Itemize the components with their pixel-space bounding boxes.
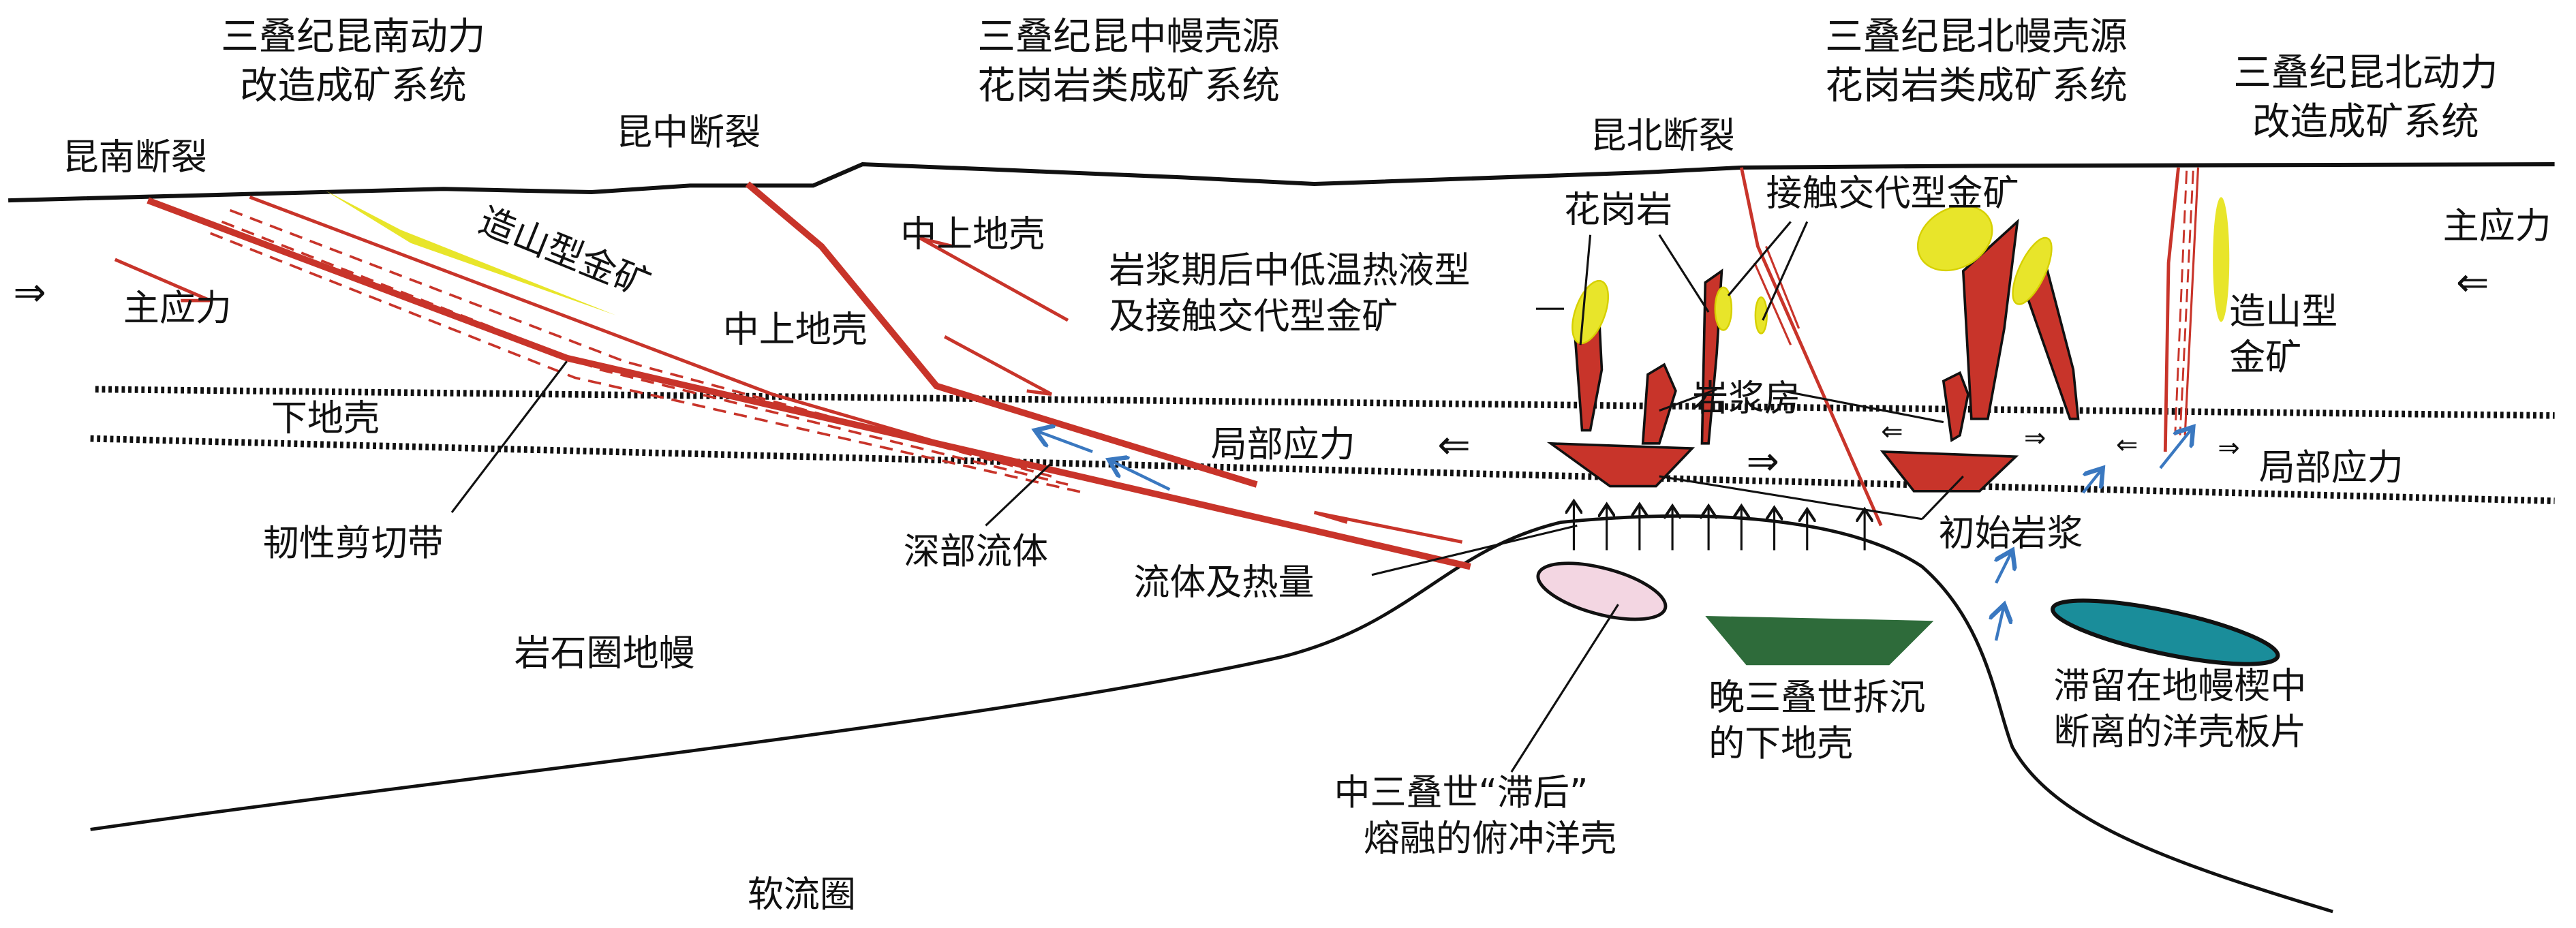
title-kunzhong-2: 花岗岩类成矿系统 xyxy=(977,65,1280,108)
detached-slab-label-1: 滞留在地幔楔中 xyxy=(2053,665,2306,707)
detached-slab-label-2: 断离的洋壳板片 xyxy=(2053,711,2306,753)
title-kunzhong-1: 三叠纪昆中幔壳源 xyxy=(977,15,1280,59)
post-magmatic-label-1: 岩浆期后中低温热液型 xyxy=(1109,249,1470,292)
main-stress-arrow-right: ⇐ xyxy=(2456,259,2489,305)
title-kunbei-granite-1: 三叠纪昆北幔壳源 xyxy=(1825,15,2128,59)
title-kunbei-dynamic-2: 改造成矿系统 xyxy=(2252,101,2479,144)
orogenic-gold-right-label-1: 造山型 xyxy=(2229,290,2337,332)
local-stress-arrow-center: ⇒ xyxy=(1747,438,1779,484)
mid-upper-crust-label-1: 中上地壳 xyxy=(723,308,868,350)
fluid-heat-arrows xyxy=(1574,501,1865,551)
delaminated-lower-crust xyxy=(1705,615,1934,666)
deep-fluid-label: 深部流体 xyxy=(904,530,1048,572)
system-titles: 三叠纪昆南动力 改造成矿系统 三叠纪昆中幔壳源 花岗岩类成矿系统 三叠纪昆北幔壳… xyxy=(221,15,2498,144)
asthenosphere-boundary xyxy=(90,514,2333,914)
deep-fluid-arrows xyxy=(1035,427,2193,641)
main-stress-right-label: 主应力 xyxy=(2443,205,2551,247)
subducted-oceanic-crust xyxy=(1536,561,1668,621)
title-kunnan-1: 三叠纪昆南动力 xyxy=(221,15,485,59)
lagged-melting-label-2: 熔融的俯冲洋壳 xyxy=(1364,818,1616,860)
title-kunbei-dynamic-1: 三叠纪昆北动力 xyxy=(2233,51,2498,95)
post-magmatic-label-2: 及接触交代型金矿 xyxy=(1109,295,1398,337)
magma-chamber-label: 岩浆房 xyxy=(1692,377,1800,420)
local-stress-right-label: 局部应力 xyxy=(2259,446,2404,489)
orogenic-gold-right-label-2: 金矿 xyxy=(2229,336,2301,378)
main-stress-arrow-left: ⇒ xyxy=(13,268,46,315)
granite-label: 花岗岩 xyxy=(1564,188,1672,230)
initial-magma-label: 初始岩浆 xyxy=(1939,512,2083,554)
initial-magma-chambers xyxy=(1546,442,2019,493)
fault-kunzhong-label: 昆中断裂 xyxy=(616,111,761,153)
fault-kunnan-label: 昆南断裂 xyxy=(63,136,207,178)
surface-line xyxy=(8,162,2555,203)
delaminated-crust-label-1: 晚三叠世拆沉 xyxy=(1708,676,1925,718)
orogenic-gold-lens-right xyxy=(2213,197,2230,322)
fluid-heat-label: 流体及热量 xyxy=(1133,561,1314,604)
lower-crust-label: 下地壳 xyxy=(271,397,380,439)
labels: 造山型金矿 主应力 主应力 中上地壳 中上地壳 下地壳 韧性剪切带 深部流体 岩… xyxy=(123,172,2551,915)
title-kunnan-2: 改造成矿系统 xyxy=(240,65,467,108)
upper-lower-crust-boundary xyxy=(95,386,2555,419)
fault-labels: 昆南断裂 昆中断裂 昆北断裂 xyxy=(63,111,1735,178)
detached-oceanic-slab xyxy=(2051,598,2280,666)
kunbei-shear-zone xyxy=(2163,167,2200,452)
contact-gold-label: 接触交代型金矿 xyxy=(1766,172,2019,214)
svg-text:⇒: ⇒ xyxy=(2218,433,2239,463)
fault-kunbei-label: 昆北断裂 xyxy=(1591,114,1735,157)
asthenosphere-label: 软流圈 xyxy=(748,873,856,916)
svg-text:⇒: ⇒ xyxy=(2024,423,2046,454)
kunzhong-fault xyxy=(745,181,1258,488)
lagged-melting-label-1: 中三叠世“滞后” xyxy=(1334,771,1588,814)
mid-upper-crust-label-2: 中上地壳 xyxy=(900,213,1045,256)
lithospheric-mantle-label: 岩石圈地幔 xyxy=(515,632,695,674)
svg-text:⇐: ⇐ xyxy=(1881,416,1903,447)
leader-lines xyxy=(450,221,1964,773)
kunbei-fault xyxy=(1739,167,1883,527)
delaminated-crust-label-2: 的下地壳 xyxy=(1708,722,1853,764)
title-kunbei-granite-2: 花岗岩类成矿系统 xyxy=(1825,65,2128,108)
orogenic-gold-left-label: 造山型金矿 xyxy=(473,199,656,306)
main-stress-left-label: 主应力 xyxy=(123,287,232,329)
stress-arrows: ⇒ ⇐ ⇐ ⇒ ⇐ ⇒ ⇐ ⇒ xyxy=(13,259,2489,484)
svg-text:⇐: ⇐ xyxy=(2116,429,2138,460)
ductile-shear-zone-label: 韧性剪切带 xyxy=(263,522,444,564)
kunnan-shear-zone xyxy=(114,196,1471,570)
local-stress-left-label: 局部应力 xyxy=(1211,423,1355,465)
local-stress-arrow-left: ⇐ xyxy=(1437,422,1470,468)
